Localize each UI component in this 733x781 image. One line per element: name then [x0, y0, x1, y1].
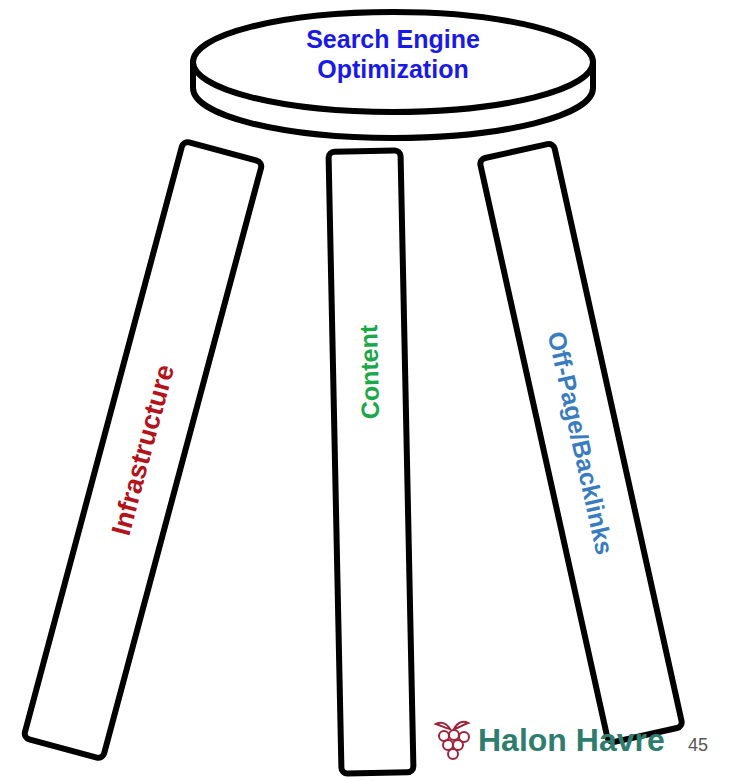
stool-seat: Search Engine Optimization [188, 6, 598, 146]
seat-title: Search Engine Optimization [263, 24, 523, 84]
stool-leg: Infrastructure [20, 137, 267, 763]
stool-leg: Content [325, 147, 416, 776]
page-number: 45 [688, 735, 708, 756]
raspberry-icon [430, 716, 474, 764]
leg-outline [325, 147, 416, 776]
leg-label: Content [353, 325, 385, 420]
brand-logo-text: Halon Havre [478, 722, 665, 759]
stool-leg: Off-Page/Backlinks [476, 139, 687, 746]
